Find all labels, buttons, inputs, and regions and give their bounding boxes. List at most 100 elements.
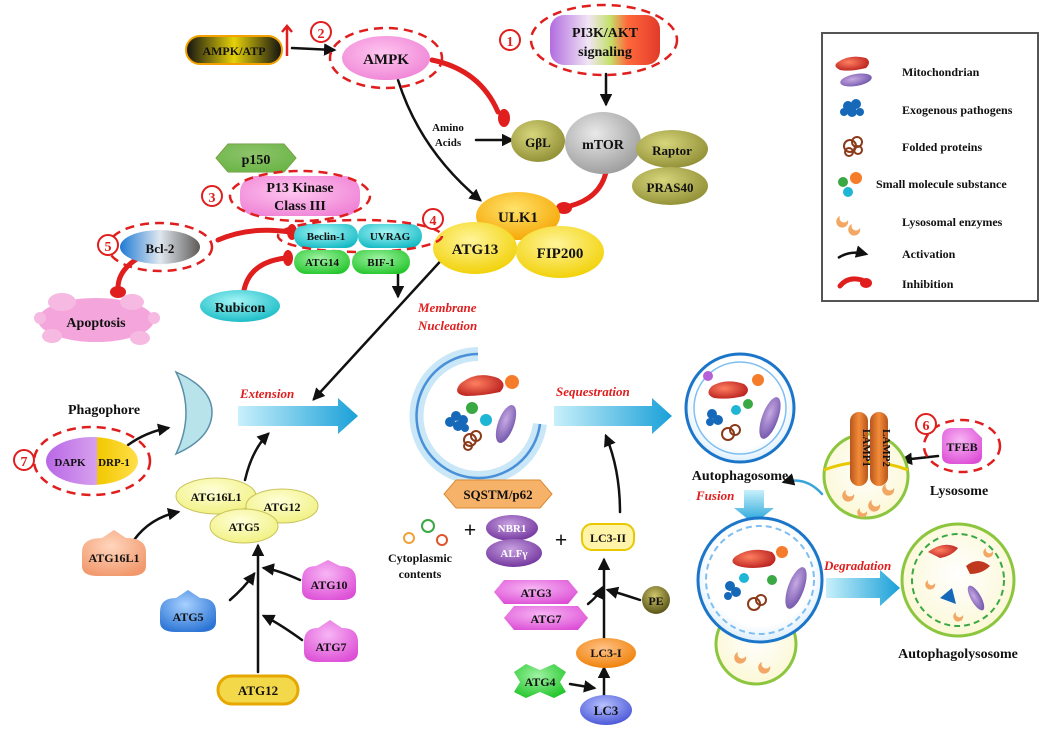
legend-label-lysosomal-enzymes: Lysosomal enzymes [902, 215, 1003, 229]
atg5-node-a [209, 508, 279, 544]
mtor-label: mTOR [582, 138, 625, 153]
pathogen-icon [445, 411, 469, 432]
mtor-node [565, 112, 641, 174]
membrane-nucleation-label-line1: Membrane [417, 300, 477, 315]
atg7-label-b: ATG7 [530, 612, 561, 626]
folded-protein-icon [843, 136, 863, 157]
legend-label-activation: Activation [902, 247, 956, 261]
atg4-label: ATG4 [524, 675, 555, 689]
legend-label-pathogens: Exogenous pathogens [902, 103, 1013, 117]
pe-label: PE [648, 594, 663, 608]
marker-4: 4 [422, 208, 444, 230]
atg7-node-a: ATG7 [304, 620, 358, 662]
legend-item-mitochondria: Mitochondrian [835, 56, 980, 87]
svg-text:4: 4 [430, 214, 437, 229]
lysosome-label: Lysosome [930, 484, 988, 499]
atg14-label: ATG14 [305, 257, 340, 269]
lamp1-label: LAMP1 [860, 429, 872, 467]
legend-label-folded-proteins: Folded proteins [902, 140, 982, 154]
marker-1: 1 [499, 29, 521, 51]
pathogen-icon [840, 99, 864, 117]
arrow-atg7-to-main [261, 614, 304, 642]
inhibit-ampk-gbl [429, 57, 501, 115]
lc3ii-label: LC3-II [590, 531, 626, 545]
pi3k-label-line1: PI3K/AKT [572, 26, 639, 41]
gbl-node [511, 120, 565, 162]
plus-sign-1: + [464, 517, 477, 542]
legend-item-pathogens: Exogenous pathogens [840, 99, 1013, 117]
arrow-atg10-to-main [261, 563, 302, 582]
nbr1-label: NBR1 [498, 523, 527, 535]
rubicon-node: Rubicon [200, 290, 280, 322]
svg-text:6: 6 [923, 419, 930, 434]
inhibit-ampk-gbl-head [498, 109, 510, 127]
uvrag-label: UVRAG [370, 231, 411, 243]
atg12-label-b: ATG12 [238, 683, 278, 698]
pi3k-node: PI3K/AKT signaling [529, 3, 679, 77]
sqstm-node: SQSTM/p62 [443, 479, 553, 509]
arrow-ampk-to-ulk1 [396, 78, 482, 202]
atg13-label: ATG13 [452, 242, 498, 258]
bcl2-label: Bcl-2 [146, 241, 175, 256]
arrow-atg3-to-main [586, 585, 604, 606]
lamp2-node [870, 412, 888, 486]
legend-item-small-molecule: Small molecule substance [838, 172, 1007, 197]
mitochondria-icon [457, 375, 504, 396]
arrow-dapk-to-phagophore [126, 423, 171, 447]
atg12-label-a: ATG12 [263, 500, 300, 514]
extension-arrow [238, 398, 358, 434]
ampk-atp-label: AMPK/ATP [202, 44, 265, 58]
legend-item-inhibition: Inhibition [837, 276, 954, 291]
arrow-pe-to-main [605, 586, 642, 602]
pi3k-highlight-ring [529, 3, 679, 77]
pras40-label: PRAS40 [647, 180, 694, 195]
small-molecule-icon [838, 172, 862, 197]
svg-text:5: 5 [105, 240, 112, 255]
uvrag-node [358, 224, 422, 248]
raptor-node [636, 130, 708, 168]
atg5-label-a: ATG5 [228, 520, 259, 534]
cytoplasmic-icon [403, 519, 448, 546]
autophagolysosome [900, 522, 1016, 638]
bif1-node [352, 250, 410, 274]
marker-6: 6 [915, 413, 937, 435]
pe-node: PE [642, 586, 670, 614]
inhibition-arrow-icon [837, 276, 865, 289]
atg12-node-b: ATG12 [216, 674, 300, 706]
pi3k-label-line2: signaling [578, 45, 632, 60]
folded-protein-icon [463, 430, 482, 451]
svg-text:7: 7 [21, 455, 28, 470]
pik3-label-line2: Class III [274, 199, 326, 214]
extension-label: Extension [239, 386, 294, 401]
fip200-node [516, 226, 604, 278]
lc3i-node: LC3-I [576, 638, 636, 668]
autophagosome [684, 352, 796, 464]
atg3-label: ATG3 [520, 586, 551, 600]
atg16l1-label-b: ATG16L1 [88, 551, 139, 565]
fip200-label: FIP200 [537, 246, 584, 262]
bif1-label: BIF-1 [367, 257, 395, 269]
arrow-atg-to-extension [243, 432, 270, 482]
atg13-node [433, 222, 517, 274]
inhibit-rubicon-complex [241, 255, 289, 293]
inhibit-mtor-ulk1 [567, 169, 609, 209]
lysosomal-enzyme-icon [836, 216, 861, 236]
membrane-nucleation-label-line2: Nucleation [417, 318, 477, 333]
ampk-atp-node: AMPK/ATP [185, 24, 293, 65]
atg5-label-b: ATG5 [172, 610, 203, 624]
lc3-label: LC3 [594, 703, 619, 718]
sequestration-label: Sequestration [556, 384, 630, 399]
degradation-label: Degradation [823, 558, 891, 573]
arrow-lysosome-to-fusion [781, 473, 824, 496]
atg16l1-node-b: ATG16L1 [82, 530, 146, 576]
p150-node: p150 [215, 143, 297, 173]
drp1-label: DRP-1 [98, 457, 130, 469]
beclin-highlight-ring [276, 218, 444, 254]
marker-5: 5 [97, 234, 119, 256]
svg-text:2: 2 [318, 27, 325, 42]
legend-label-small-molecule: Small molecule substance [876, 177, 1007, 191]
lamp2-label: LAMP2 [880, 429, 892, 467]
tfeb-node: TFEB [922, 418, 1002, 474]
legend: Mitochondrian Exogenous pathogens Folded… [821, 32, 1039, 302]
